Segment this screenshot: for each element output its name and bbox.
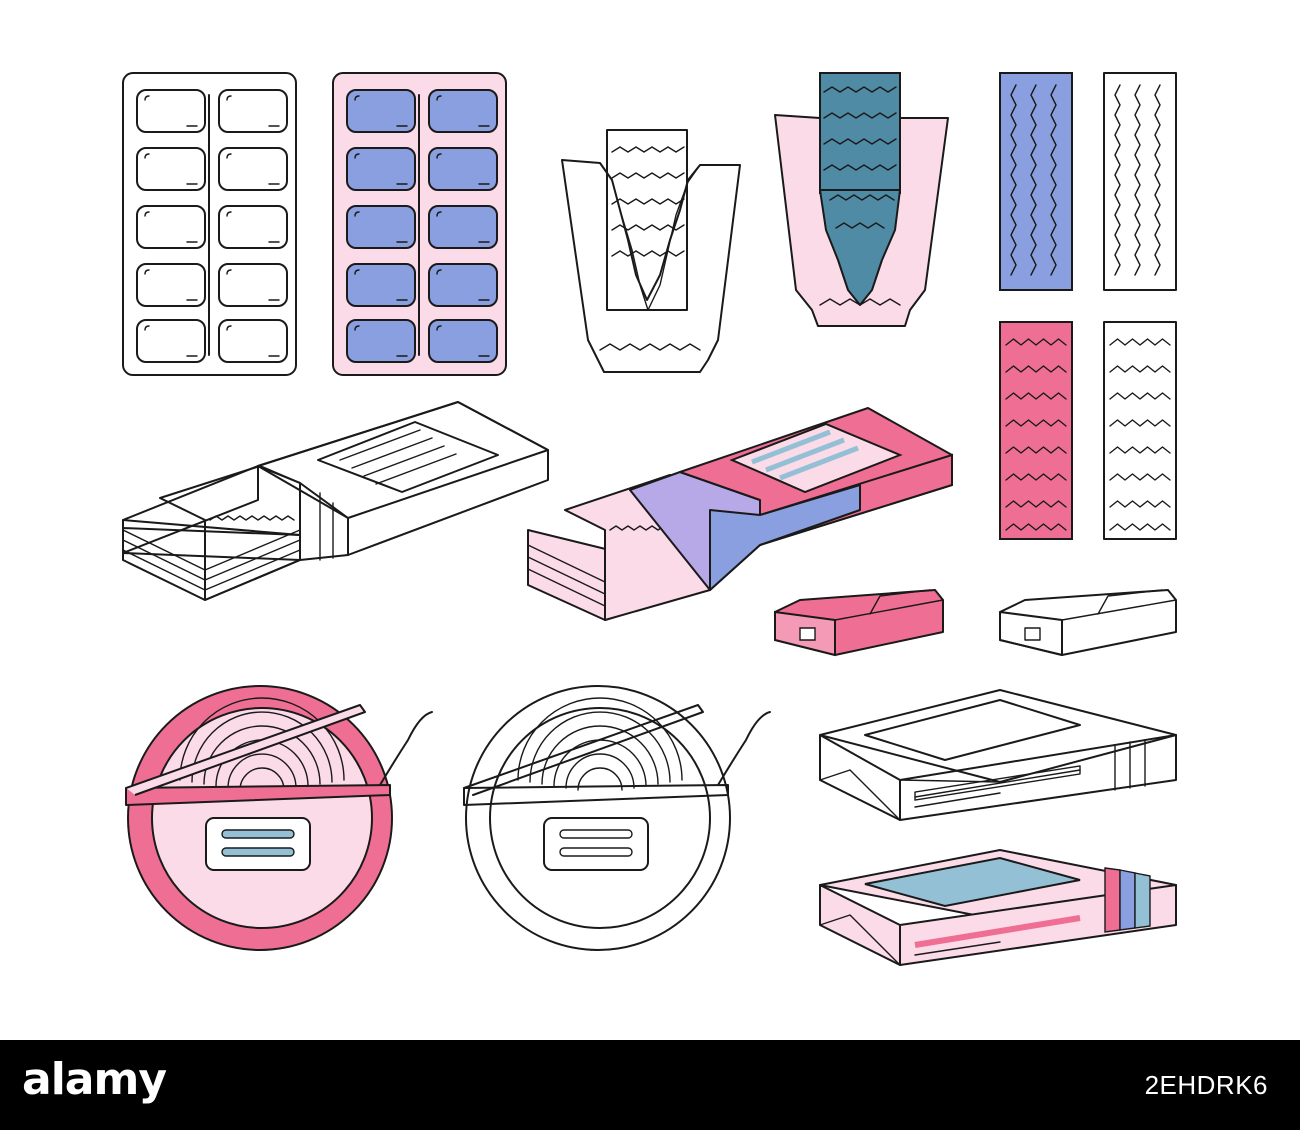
gum-and-floss-illustration <box>122 72 1177 966</box>
gum-box-outline-icon <box>819 689 1177 821</box>
gum-blister-pack-colored-icon <box>332 72 507 376</box>
gum-blister-pack-outline-icon <box>122 72 297 376</box>
gum-stick-blue-icon <box>999 72 1073 291</box>
alamy-logo: alamy <box>22 1054 167 1105</box>
image-id: 2EHDRK6 <box>1144 1070 1268 1100</box>
gum-pellet-pink-icon <box>774 589 944 657</box>
gum-stick-white-icon <box>1103 72 1177 291</box>
gum-stick-white-2-icon <box>1103 321 1177 540</box>
open-gum-wrapper-colored-icon <box>774 72 949 327</box>
gum-pack-colored-icon <box>527 407 953 621</box>
stock-footer-bar: alamy 2EHDRK6 <box>0 1040 1300 1130</box>
gum-stick-pink-icon <box>999 321 1073 540</box>
floss-dispenser-outline-icon <box>463 685 771 951</box>
gum-pack-outline-icon <box>122 401 549 601</box>
gum-pellet-white-icon <box>999 589 1177 656</box>
gum-box-colored-icon <box>819 849 1177 966</box>
open-gum-wrapper-outline-icon <box>561 129 741 373</box>
floss-dispenser-pink-icon <box>125 685 433 951</box>
